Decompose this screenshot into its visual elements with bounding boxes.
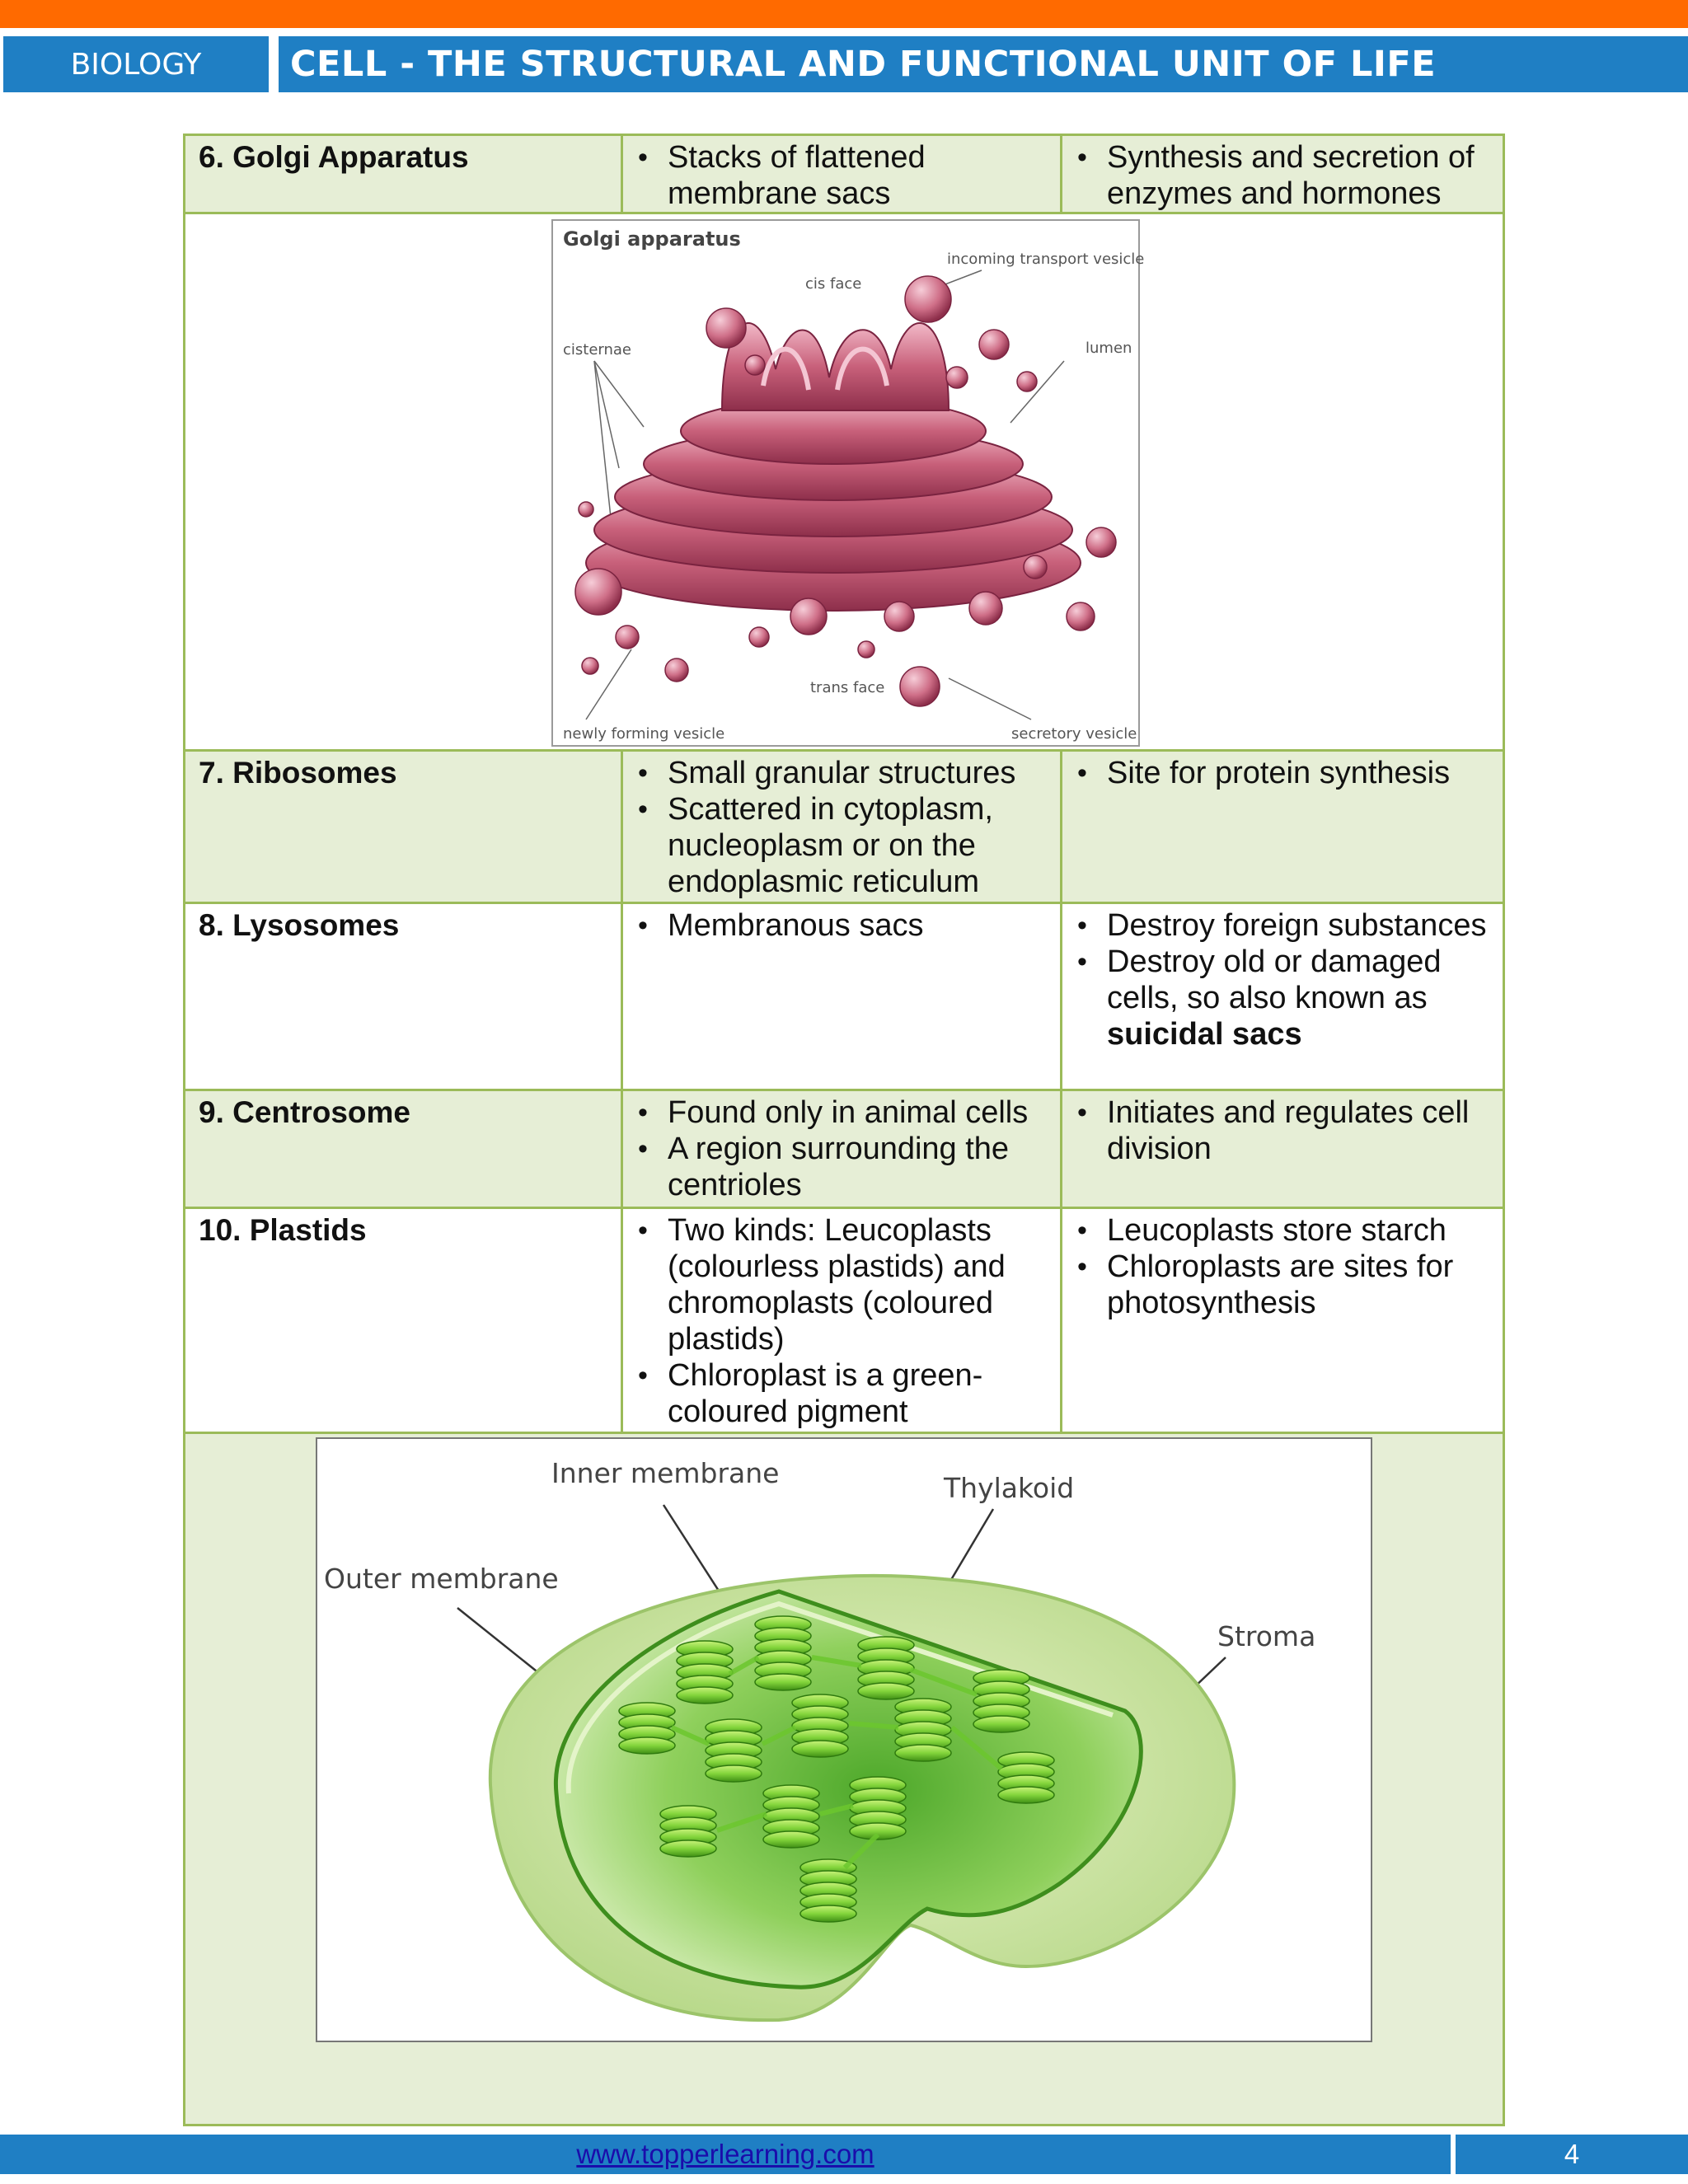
page-footer: www.topperlearning.com 4 [0,2135,1688,2174]
table-row: 10. Plastids Two kinds: Leucoplasts (col… [183,1207,1505,1434]
function-item: Synthesis and secretion of enzymes and h… [1076,139,1489,212]
label-cisternae: cisternae [563,341,632,359]
footer-separator [1451,2135,1456,2174]
golgi-figure: Golgi apparatus cis face incoming transp… [551,219,1144,747]
organelle-name: 9. Centrosome [199,1095,411,1129]
function-item: Destroy foreign substances [1076,907,1489,944]
organelle-name: 8. Lysosomes [199,908,400,942]
label-newly-forming-vesicle: newly forming vesicle [563,725,725,743]
chloroplast-illustration [457,1504,1236,2022]
suicidal-sacs-term: suicidal sacs [1107,1017,1302,1052]
label-cis-face: cis face [805,275,862,293]
function-item: Chloroplasts are sites for photosynthesi… [1076,1249,1489,1321]
table-row: 7. Ribosomes Small granular structures S… [183,749,1505,904]
structure-item: Scattered in cytoplasm, nucleoplasm or o… [636,791,1047,900]
organelle-name: 6. Golgi Apparatus [199,140,469,174]
structure-item: Two kinds: Leucoplasts (colourless plast… [636,1212,1047,1357]
structure-item: Membranous sacs [636,907,1047,944]
structure-item: Small granular structures [636,755,1047,791]
function-item: Destroy old or damaged cells, so also kn… [1076,944,1489,1052]
table-row: 9. Centrosome Found only in animal cells… [183,1089,1505,1209]
function-item: Leucoplasts store starch [1076,1212,1489,1249]
golgi-figure-row: Golgi apparatus cis face incoming transp… [183,212,1505,752]
label-lumen: lumen [1085,340,1132,357]
top-accent-strip [0,0,1688,28]
structure-item: Stacks of flattened membrane sacs [636,139,1047,212]
golgi-illustration [574,269,1117,720]
organelle-name: 10. Plastids [199,1213,367,1247]
label-secretory-vesicle: secretory vesicle [1011,725,1137,743]
page-number: 4 [1564,2139,1580,2169]
function-item: Site for protein synthesis [1076,755,1489,791]
structure-item: Chloroplast is a green-coloured pigment [636,1357,1047,1430]
page-title: CELL - THE STRUCTURAL AND FUNCTIONAL UNI… [279,36,1688,92]
golgi-figure-title: Golgi apparatus [563,227,741,251]
function-text: Destroy old or damaged cells, so also kn… [1107,944,1442,1015]
table-row: 8. Lysosomes Membranous sacs Destroy for… [183,902,1505,1091]
function-item: Initiates and regulates cell division [1076,1094,1489,1167]
label-stroma: Stroma [1217,1620,1316,1652]
label-thylakoid: Thylakoid [944,1472,1075,1504]
organelle-name: 7. Ribosomes [199,756,397,790]
label-inner-membrane: Inner membrane [551,1457,780,1489]
label-outer-membrane: Outer membrane [324,1563,559,1595]
chloroplast-figure-row: Inner membrane Thylakoid Outer membrane … [183,1432,1505,2126]
page-header: BIOLOGY CELL - THE STRUCTURAL AND FUNCTI… [0,36,1688,92]
structure-item: Found only in animal cells [636,1094,1047,1131]
footer-website-link[interactable]: www.topperlearning.com [576,2139,874,2169]
structure-item: A region surrounding the centrioles [636,1131,1047,1203]
label-trans-face: trans face [810,679,885,696]
label-incoming-vesicle: incoming transport vesicle [947,251,1145,268]
chloroplast-figure: Inner membrane Thylakoid Outer membrane … [316,1437,1372,2042]
subject-label: BIOLOGY [3,36,269,92]
table-row: 6. Golgi Apparatus Stacks of flattened m… [183,134,1505,214]
